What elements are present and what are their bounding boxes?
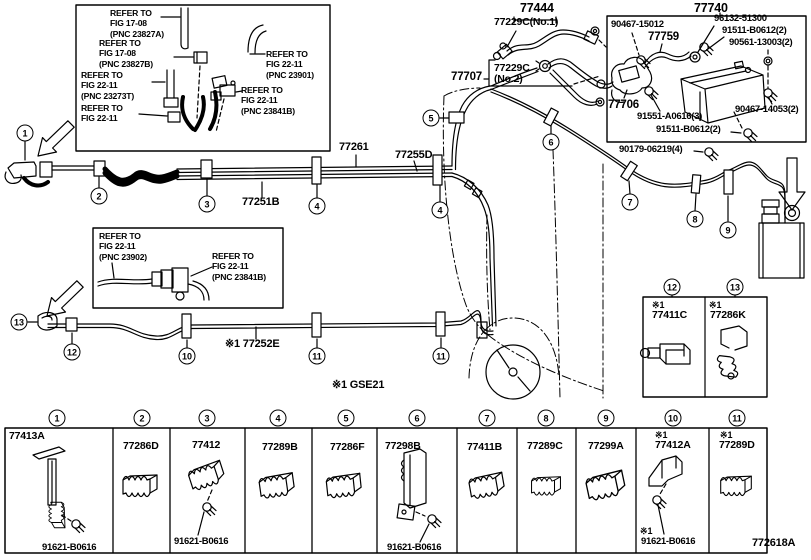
table-callout-9: 9: [597, 409, 615, 427]
callout-11-main-a: 11: [308, 347, 326, 365]
table-note-col10: ※1: [655, 430, 668, 440]
table-part-77289d: 77289D: [719, 439, 755, 451]
table-part-77289c: 77289C: [527, 440, 563, 452]
table-callout-7: 7: [478, 409, 496, 427]
callout-4-main-a: 4: [308, 197, 326, 215]
table-bolt-note-col10: ※1: [640, 526, 653, 536]
table-part-77298b: 77298B: [385, 440, 421, 452]
callout-13-inset: 13: [726, 278, 744, 296]
callout-13-main: 13: [10, 313, 28, 331]
callout-10-main: 10: [178, 347, 196, 365]
part-label-77251b: 77251B: [242, 196, 280, 208]
table-callout-6: 6: [408, 409, 426, 427]
table-part-77413a: 77413A: [9, 430, 45, 442]
table-callout-3: 3: [198, 409, 216, 427]
callout-8-main: 8: [686, 210, 704, 228]
part-label-77759: 77759: [648, 31, 679, 43]
part-label-90467-14053: 90467-14053(2): [735, 104, 799, 115]
part-label-77707: 77707: [451, 71, 482, 83]
callout-3-main: 3: [198, 195, 216, 213]
inset-cell12-note: ※1: [652, 300, 665, 310]
inset-cell13-part-77286k: 77286K: [710, 309, 746, 321]
part-label-90561-13003: 90561-13003(2): [729, 37, 793, 48]
part-label-77444: 77444: [520, 1, 554, 15]
ref-note-23841b: REFER TO FIG 22-11 (PNC 23841B): [241, 85, 295, 116]
table-callout-4: 4: [269, 409, 287, 427]
part-label-77252e: ※1 77252E: [225, 338, 280, 350]
drawing-code: 772618A: [752, 537, 796, 549]
callout-12-main: 12: [63, 343, 81, 361]
table-callout-11: 11: [728, 409, 746, 427]
part-label-77229c-no1: 77229C(No.1): [494, 16, 559, 28]
table-part-77412a: 77412A: [655, 439, 691, 451]
callout-12-inset: 12: [663, 278, 681, 296]
part-label-91511-b0612-a: 91511-B0612(2): [722, 25, 787, 36]
callout-11-main-b: 11: [432, 347, 450, 365]
ref-note-23273t: REFER TO FIG 22-11 (PNC 23273T): [81, 70, 135, 101]
table-callout-10: 10: [664, 409, 682, 427]
table-callout-5: 5: [337, 409, 355, 427]
table-bolt-col1: 91621-B0616: [42, 542, 97, 553]
part-label-77740: 77740: [694, 1, 728, 15]
ref-note-23841b-2: REFER TO FIG 22-11 (PNC 23841B): [212, 251, 266, 282]
ref-note-23901: REFER TO FIG 22-11 (PNC 23901): [266, 49, 314, 80]
table-bolt-col6: 91621-B0616: [387, 542, 442, 553]
callout-6-main: 6: [542, 133, 560, 151]
part-label-77706: 77706: [608, 99, 639, 111]
ref-note-23902: REFER TO FIG 22-11 (PNC 23902): [99, 231, 147, 262]
part-label-96132-51300: 96132-51300: [714, 13, 767, 24]
table-part-77412: 77412: [192, 439, 221, 451]
part-label-77261: 77261: [339, 141, 369, 153]
table-bolt-col10: 91621-B0616: [641, 536, 696, 547]
part-label-77255d: 77255D: [395, 149, 433, 161]
ref-note-23827a: REFER TO FIG 17-08 (PNC 23827A): [110, 8, 164, 39]
inset-cell12-part-77411c: 77411C: [652, 309, 688, 321]
table-part-77286f: 77286F: [330, 441, 365, 453]
table-part-77289b: 77289B: [262, 441, 298, 453]
table-part-77299a: 77299A: [588, 440, 624, 452]
table-callout-2: 2: [133, 409, 151, 427]
table-note-col11: ※1: [720, 430, 733, 440]
part-label-90179-06219: 90179-06219(4): [619, 144, 683, 155]
inset-cell13-note: ※1: [709, 300, 722, 310]
part-label-77229c-no2: 77229C (No.2): [494, 62, 530, 86]
part-label-91551-a0616: 91551-A0616(3): [637, 111, 702, 122]
callout-1-main: 1: [16, 124, 34, 142]
ref-note-2211: REFER TO FIG 22-11: [81, 103, 123, 124]
table-part-77411b: 77411B: [467, 441, 503, 453]
part-label-91511-b0612-b: 91511-B0612(2): [656, 124, 721, 135]
table-callout-1: 1: [48, 409, 66, 427]
part-label-90467-15012: 90467-15012: [611, 19, 664, 30]
table-bolt-col3: 91621-B0616: [174, 536, 229, 547]
callout-4-main-b: 4: [431, 201, 449, 219]
table-part-77286d: 77286D: [123, 440, 159, 452]
callout-9-main: 9: [719, 221, 737, 239]
ref-note-23827b: REFER TO FIG 17-08 (PNC 23827B): [99, 38, 153, 69]
callout-2-main: 2: [90, 187, 108, 205]
model-footnote: ※1 GSE21: [332, 379, 385, 391]
callout-7-main: 7: [621, 193, 639, 211]
callout-5-main: 5: [422, 109, 440, 127]
table-callout-8: 8: [537, 409, 555, 427]
